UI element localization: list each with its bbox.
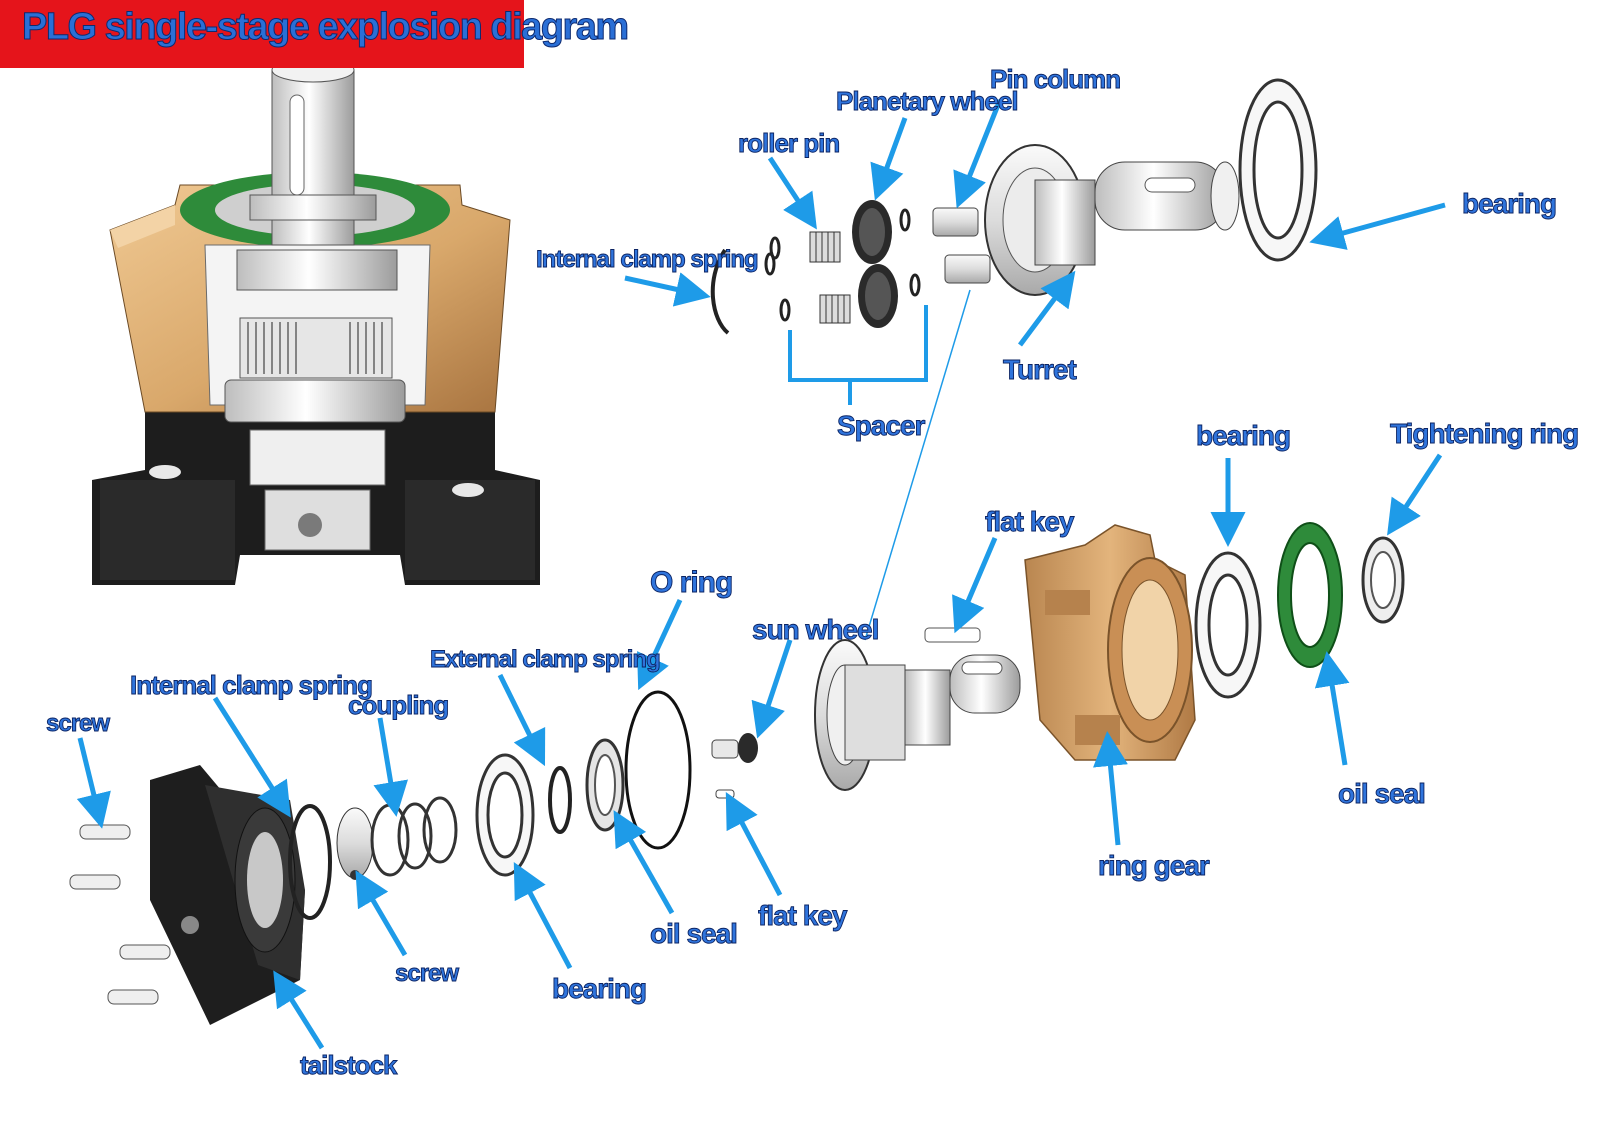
assembled-gearbox-cutaway-icon (92, 57, 540, 585)
roller-pins (809, 231, 851, 324)
bearing-ring-icon (1238, 78, 1318, 262)
label-internal-clamp-spring-bottom: Internal clamp spring (130, 670, 374, 700)
page-title: PLG single-stage explosion diagram (22, 6, 630, 49)
title-banner: PLG single-stage explosion diagram (0, 0, 630, 68)
bearing-bottom (475, 753, 535, 877)
label-oil-seal-right: oil seal (1338, 778, 1427, 809)
label-bearing-bottom: bearing (552, 973, 648, 1004)
turret-shaft (984, 144, 1240, 296)
label-tailstock: tailstock (300, 1050, 398, 1080)
label-ring-gear: ring gear (1098, 850, 1211, 881)
label-bearing-mid: bearing (1196, 420, 1292, 451)
label-screw-bottom: screw (395, 960, 460, 987)
label-tightening-ring: Tightening ring (1390, 418, 1580, 449)
label-turret: Turret (1003, 354, 1078, 385)
pin-columns (932, 207, 991, 284)
tightening-ring (1361, 536, 1405, 624)
label-internal-clamp-spring-top: Internal clamp spring (536, 246, 760, 273)
oil-seal-right (1277, 522, 1343, 668)
label-bearing-top: bearing (1462, 188, 1558, 219)
callout-arrows (76, 99, 1446, 1050)
label-screw-left: screw (46, 710, 111, 737)
label-oil-seal-left: oil seal (650, 918, 739, 949)
internal-clamp-spring-top (710, 248, 730, 335)
oil-seal-left (585, 738, 625, 832)
ring-gear-housing (1024, 524, 1196, 761)
label-flat-key-top: flat key (985, 506, 1075, 537)
shaft-icon (814, 627, 1021, 791)
clamp-spring-icon (288, 804, 332, 920)
label-external-clamp-spring: External clamp spring (430, 646, 662, 673)
sun-wheel (711, 733, 758, 799)
external-clamp-spring (548, 766, 572, 834)
spacer-washers (764, 208, 921, 322)
o-ring (624, 690, 692, 850)
label-o-ring: O ring (650, 566, 734, 599)
label-pin-column: Pin column (990, 64, 1122, 94)
label-roller-pin: roller pin (738, 128, 841, 158)
bearing-mid (1194, 551, 1262, 699)
coupling (336, 796, 458, 880)
planetary-gear-icon (852, 200, 898, 328)
label-coupling: coupling (348, 690, 450, 720)
label-planetary-wheel: Planetary wheel (836, 86, 1019, 116)
label-sun-wheel: sun wheel (752, 614, 880, 645)
tailstock-block (150, 765, 305, 1025)
label-spacer: Spacer (837, 410, 926, 441)
label-flat-key-bottom: flat key (758, 900, 848, 931)
